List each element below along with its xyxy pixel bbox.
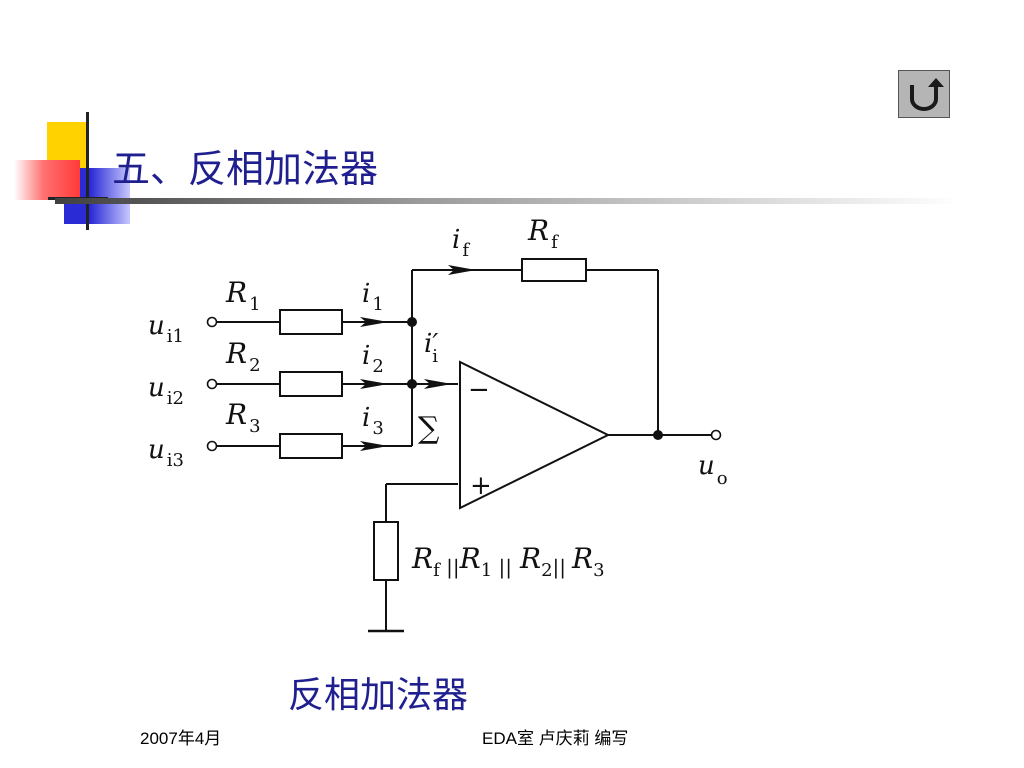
- inverting-input-sign: −: [468, 375, 490, 405]
- noninverting-input-sign: +: [470, 471, 492, 501]
- resistor-r3: [279, 433, 343, 459]
- current-arrow-i2: [360, 379, 388, 389]
- resistor-rf: [521, 258, 587, 282]
- output-terminal: [710, 429, 722, 441]
- resistor-r1: [279, 309, 343, 335]
- deco-red-block: [14, 160, 80, 200]
- junction-node-middle: [407, 379, 417, 389]
- junction-node-top: [407, 317, 417, 327]
- footer-date: 2007年4月: [140, 729, 222, 748]
- input-terminal-3: [206, 440, 218, 452]
- back-button[interactable]: [898, 70, 950, 118]
- junction-node-output: [653, 430, 663, 440]
- input-terminal-2: [206, 378, 218, 390]
- input-terminal-1: [206, 316, 218, 328]
- op-amp: [459, 360, 611, 510]
- resistor-r2: [279, 371, 343, 397]
- figure-caption: 反相加法器: [288, 675, 469, 716]
- current-arrow-i3: [360, 441, 388, 451]
- label-ii-prime: i′i: [424, 329, 438, 367]
- title-underline: [55, 198, 960, 204]
- current-arrow-if: [448, 265, 476, 275]
- slide-title: 五、反相加法器: [112, 147, 379, 191]
- return-arrow-icon: [910, 78, 944, 111]
- current-arrow-i1: [360, 317, 388, 327]
- resistor-bias: [373, 521, 399, 581]
- label-bias-resistor: Rf ||R1 ||R2||R3: [411, 542, 605, 581]
- deco-vertical-line: [86, 112, 89, 230]
- current-arrow-ii: [424, 379, 452, 389]
- footer-author: EDA室 卢庆莉 编写: [482, 729, 629, 748]
- summing-node-symbol: ∑: [418, 411, 440, 446]
